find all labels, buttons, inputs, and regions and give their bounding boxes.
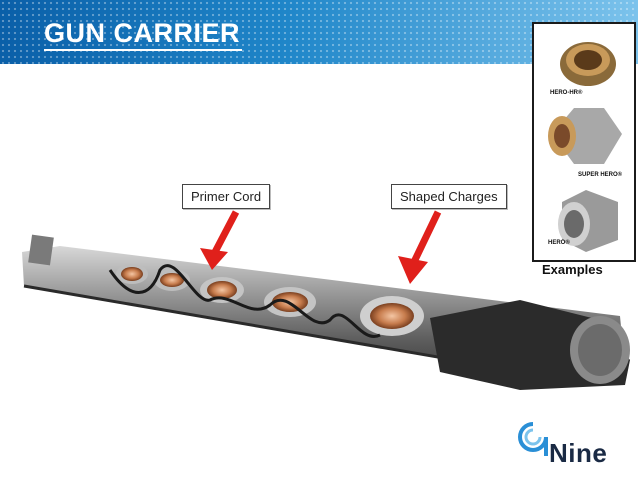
primer-cord-callout: Primer Cord [182, 184, 271, 209]
shaped-charges-arrow [398, 210, 442, 284]
title-underline [44, 49, 242, 51]
shaped-charge [116, 264, 148, 284]
title-banner [0, 0, 638, 64]
shaped-charges-callout: Shaped Charges [391, 184, 507, 209]
super-hero-charge-image [548, 108, 622, 164]
example-caption: HERO-HR® [550, 90, 583, 96]
example-caption: HERO® [548, 240, 570, 246]
shaped-charges-group [116, 264, 424, 336]
examples-panel: HERO-HR® SUPER HERO® HERO® [532, 22, 636, 262]
primer-cord [108, 264, 381, 338]
banner-pattern [0, 0, 638, 64]
hero-charge-image [558, 190, 618, 252]
example-caption: SUPER HERO® [578, 172, 623, 178]
nine-logo-icon [518, 422, 548, 456]
shaped-charge [154, 269, 190, 291]
examples-label: Examples [542, 262, 603, 277]
shaped-charge [360, 296, 424, 336]
slide-title: GUN CARRIER [44, 18, 241, 48]
shaped-charge [200, 277, 244, 303]
hero-hr-charge-image [560, 42, 616, 86]
logo-wordmark: Nine [549, 438, 608, 468]
examples-images [548, 42, 622, 252]
primer-cord-arrow [200, 210, 240, 270]
